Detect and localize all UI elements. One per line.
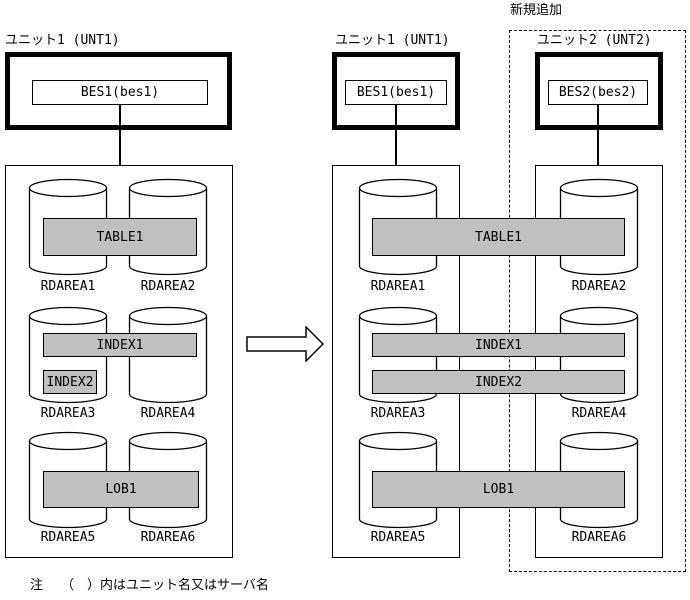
after-index2-bar: INDEX2: [372, 370, 625, 394]
after-rdarea4-label: RDAREA4: [571, 406, 627, 421]
after-lob1-bar: LOB1: [372, 471, 625, 508]
after-unit2-label: ユニット2 (UNT2): [537, 33, 652, 48]
footnote-text: （ ）内はユニット名又はサーバ名: [61, 578, 269, 593]
before-rdarea2-label: RDAREA2: [140, 279, 196, 294]
after-rdarea6-label: RDAREA6: [571, 530, 627, 545]
after-unit1-connector-line: [395, 105, 397, 165]
after-bes1-server-box: BES1(bes1): [345, 80, 447, 105]
after-rdarea1-label: RDAREA1: [370, 279, 426, 294]
after-index1-bar: INDEX1: [372, 333, 625, 357]
after-unit1-label: ユニット1 (UNT1): [335, 33, 450, 48]
before-rdarea6-label: RDAREA6: [140, 530, 196, 545]
after-unit2-connector-line: [597, 105, 599, 165]
after-rdarea3-label: RDAREA3: [370, 406, 426, 421]
before-rdarea3-label: RDAREA3: [40, 406, 96, 421]
footnote-marker: 注: [30, 578, 44, 593]
before-rdarea1-label: RDAREA1: [40, 279, 96, 294]
new-addition-label: 新規追加: [510, 3, 563, 18]
before-connector-line: [119, 105, 121, 165]
before-index2-bar: INDEX2: [43, 370, 97, 394]
after-rdarea2-label: RDAREA2: [571, 279, 627, 294]
before-bes-server-box: BES1(bes1): [32, 80, 208, 105]
before-unit-label: ユニット1 (UNT1): [5, 33, 120, 48]
footnote: 注 （ ）内はユニット名又はサーバ名: [30, 574, 269, 593]
before-index1-bar: INDEX1: [43, 333, 197, 357]
new-addition-dashed-box: [509, 30, 686, 572]
after-bes2-server-box: BES2(bes2): [548, 80, 648, 105]
after-table1-bar: TABLE1: [372, 218, 625, 256]
before-lob1-bar: LOB1: [43, 471, 199, 508]
transition-arrow-icon: [246, 326, 324, 362]
before-rdarea5-label: RDAREA5: [40, 530, 96, 545]
before-table1-bar: TABLE1: [43, 218, 197, 256]
before-rdarea4-label: RDAREA4: [140, 406, 196, 421]
after-rdarea5-label: RDAREA5: [370, 530, 426, 545]
